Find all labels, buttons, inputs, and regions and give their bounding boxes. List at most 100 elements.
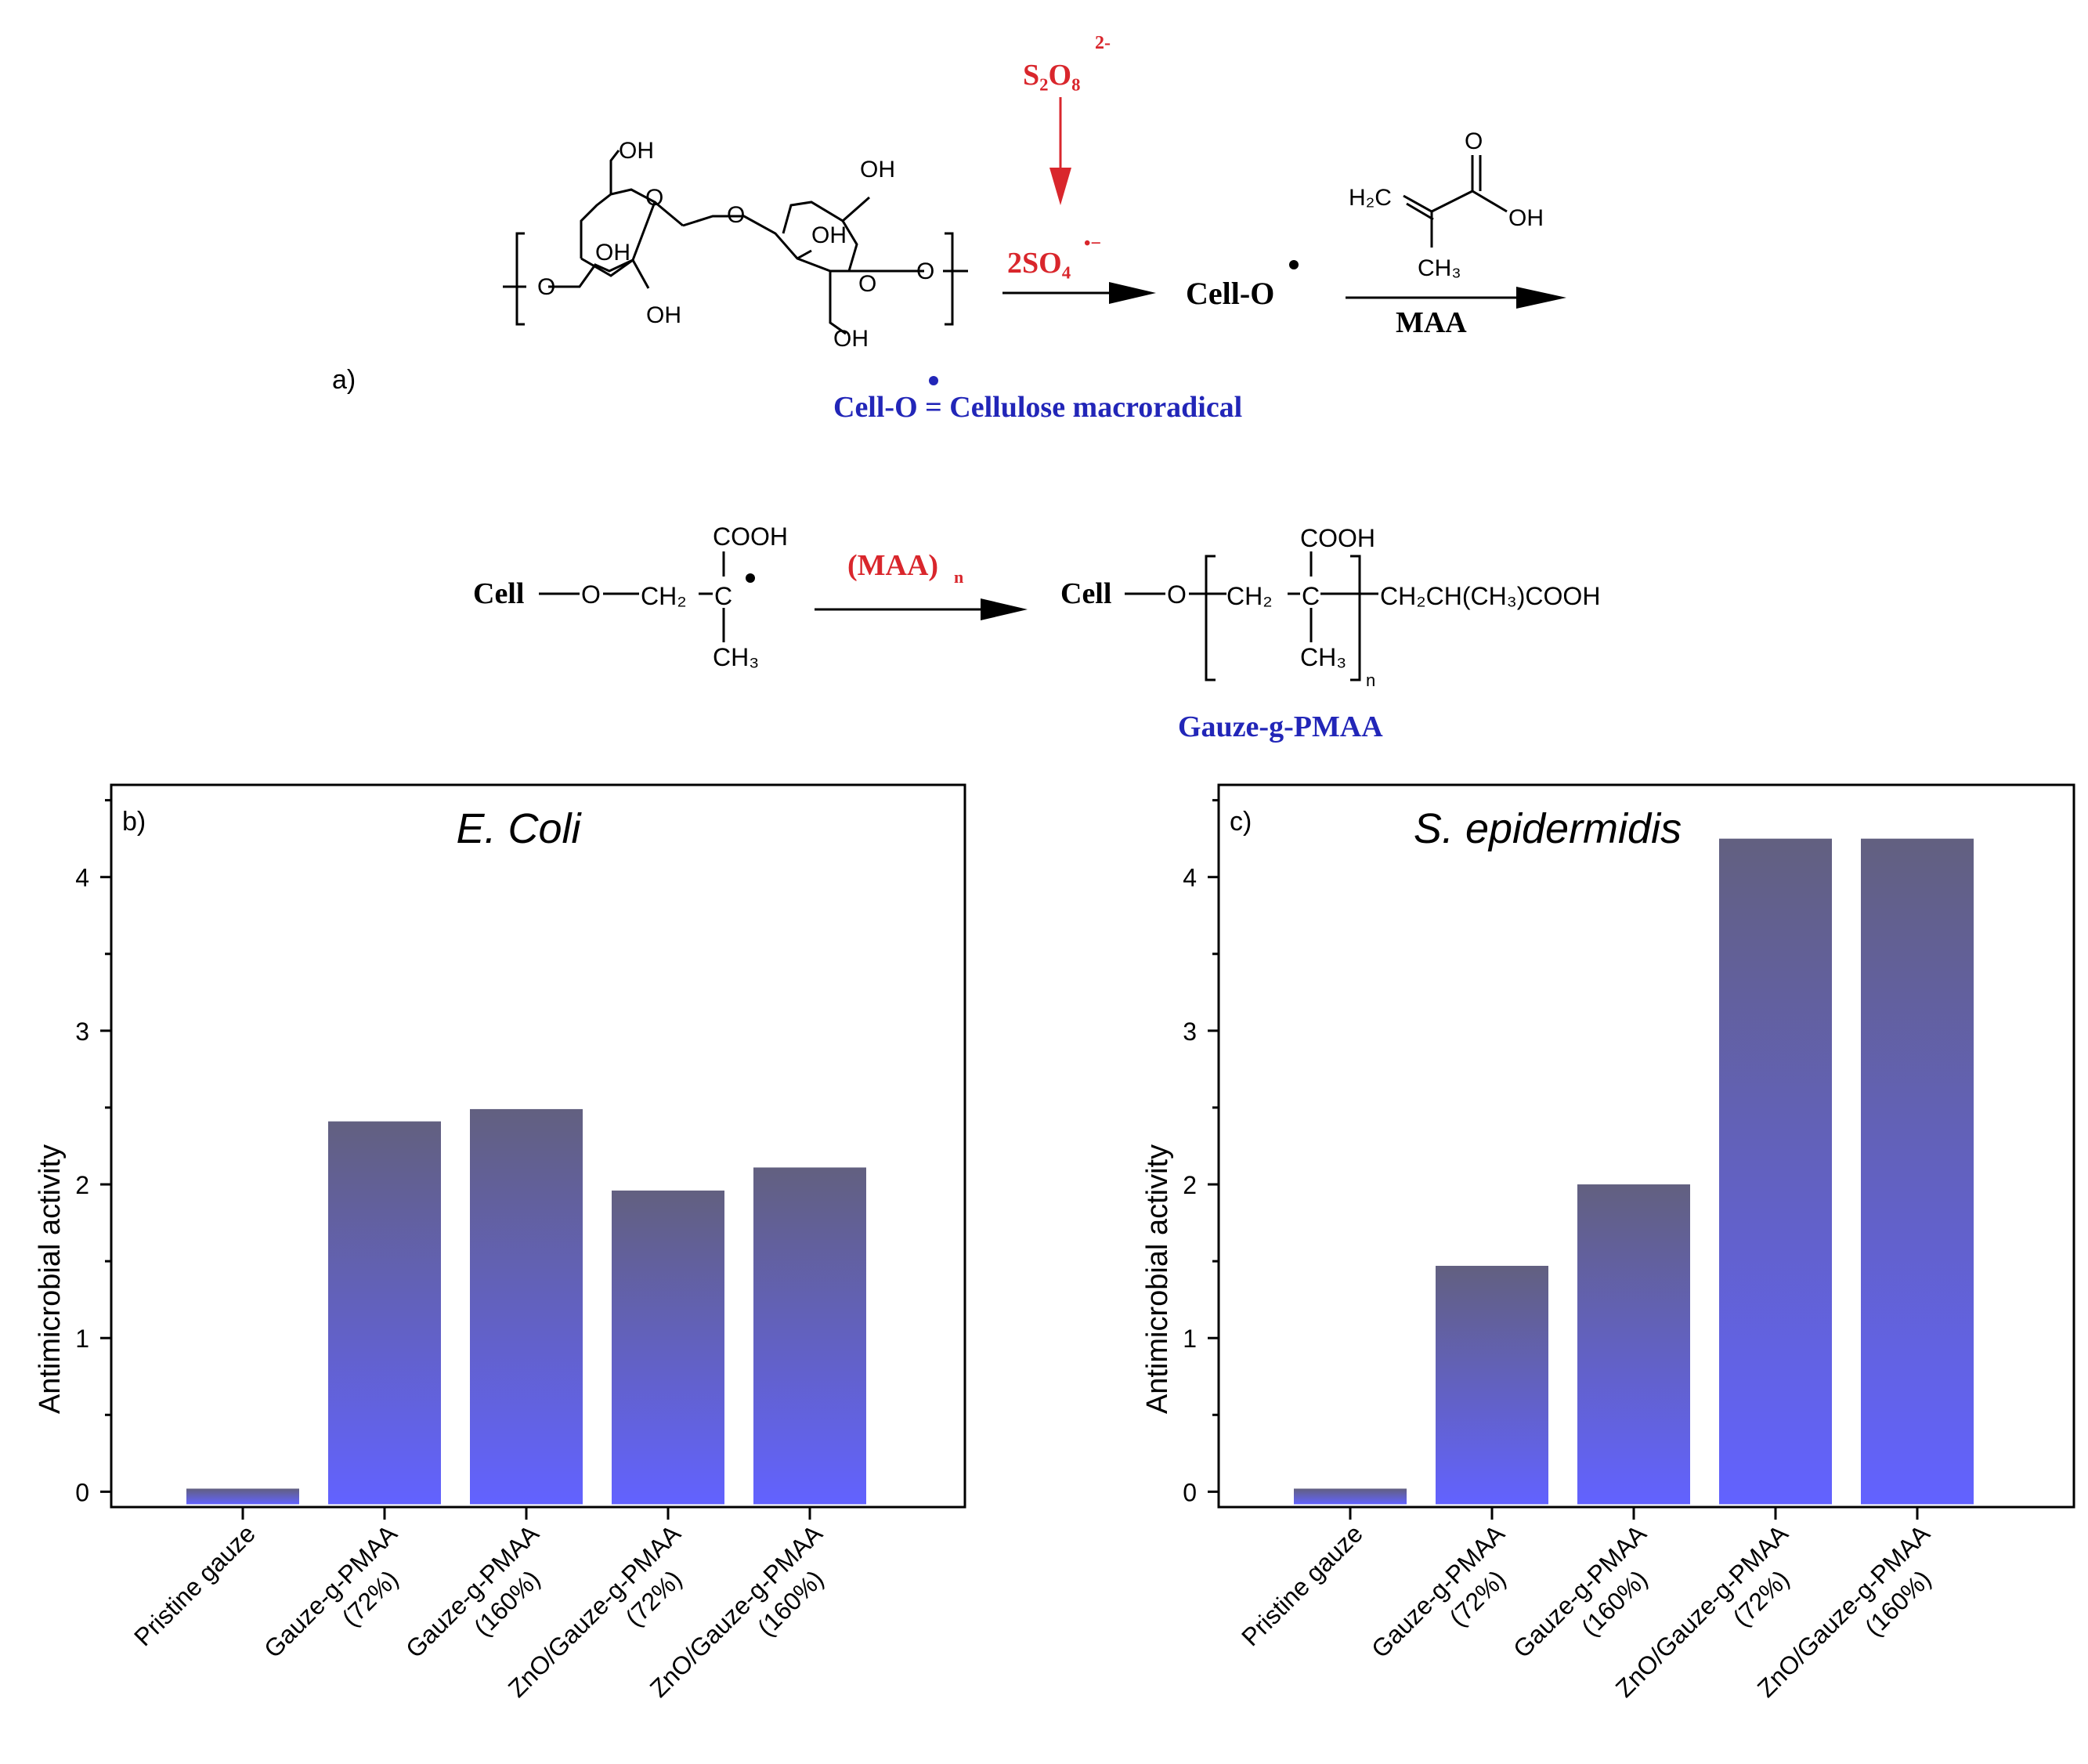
x-tick-label-line: Pristine gauze [1236,1519,1368,1651]
y-tick-label: 4 [75,864,89,892]
y-tick-label: 2 [1183,1171,1197,1199]
cellulose-oh-2: OH [860,157,895,183]
y-tick-label: 4 [1183,864,1197,892]
step1-arrow-head [1109,282,1156,304]
bar [470,1108,583,1505]
bar [186,1488,299,1505]
final-repeat-n: n [1366,671,1375,690]
intermediate-cooh: COOH [713,522,788,551]
final-end-group: CH₂CH(CH₃)COOH [1380,582,1600,610]
y-tick-label: 3 [1183,1018,1197,1046]
bar [612,1190,724,1505]
final-ch2: CH₂ [1226,582,1273,610]
x-tick-label: Pristine gauze [1236,1519,1368,1651]
initiator-arrow-head [1049,168,1071,205]
y-axis-label: Antimicrobial activity [1141,1144,1174,1414]
reaction-scheme: OH OH OH OH OH OH O O O O O S₂O₈ 2- 2SO₄… [332,33,1600,743]
x-tick-label: ZnO/Gauze-g-PMAA(160%) [1752,1519,1959,1726]
y-tick-label: 3 [75,1018,89,1046]
y-axis-label: Antimicrobial activity [34,1144,67,1414]
cellulose-oh-1: OH [619,138,654,164]
propagation-subscript: n [954,567,963,587]
intermediate-bonds [539,551,725,642]
cellulose-oh-5: OH [646,302,681,328]
final-product-label: Gauze-g-PMAA [1178,710,1383,743]
intermediate-cell: Cell [473,577,524,610]
cellulose-end-o-left: O [537,274,555,300]
macroradical-product: Cell-O [1186,276,1274,311]
intermediate-o: O [581,580,601,609]
bar [1294,1488,1407,1505]
y-tick-label: 0 [1183,1478,1197,1506]
initiator-label: S₂O₈ [1023,59,1080,92]
y-tick-label: 1 [75,1325,89,1353]
step3-arrow-head [981,598,1028,620]
right-bracket [945,232,954,326]
maa-structure [1403,155,1508,248]
panel-label: b) [122,807,146,837]
plot-frame [1217,783,2075,1509]
maa-labels: O H₂C OH CH₃ [1349,128,1544,281]
x-tick-label: ZnO/Gauze-g-PMAA(72%) [503,1519,710,1726]
repeat-left-bracket [1205,555,1216,681]
cellulose-structure [503,150,968,335]
intermediate-c: C [714,582,732,610]
radical-label: 2SO₄ [1007,247,1071,280]
step2-arrow-head [1516,287,1566,309]
radical-charge: •− [1084,233,1101,254]
final-structure: Cell O CH₂ C COOH CH₃ CH₂CH(CH₃)COOH n [1060,524,1600,690]
chart-title: S. epidermidis [1414,805,1682,852]
final-cooh: COOH [1300,524,1375,552]
cellulose-oh-3: OH [595,240,630,266]
final-cell: Cell [1060,577,1111,610]
panel-label: c) [1230,807,1252,837]
macroradical-definition: Cell-O = Cellulose macroradical [833,391,1242,424]
repeat-right-bracket [1350,555,1361,681]
cellulose-end-o-right: O [916,258,934,284]
final-o: O [1167,580,1187,609]
x-tick-label: ZnO/Gauze-g-PMAA(160%) [645,1519,851,1726]
maa-h2c: H₂C [1349,185,1392,211]
cellulose-oh-6: OH [833,326,869,352]
bar [1577,1184,1690,1505]
maa-oh: OH [1508,205,1544,231]
y-tick-label: 2 [75,1171,89,1199]
intermediate-structure: Cell O CH₂ C COOH CH₃ [473,522,788,671]
plot-frame [110,783,966,1509]
final-c: C [1302,582,1320,610]
definition-dot [929,376,938,385]
y-tick-label: 0 [75,1478,89,1506]
maa-ch3: CH₃ [1418,255,1461,281]
x-tick-label: ZnO/Gauze-g-PMAA(72%) [1610,1519,1817,1726]
cellulose-labels: OH OH OH OH OH OH O O O O O [537,138,934,352]
intermediate-ch3: CH₃ [713,643,759,671]
bar [753,1167,866,1505]
macroradical-dot [1289,260,1299,269]
cellulose-ring-o: O [645,185,663,211]
left-bracket [515,232,525,326]
y-tick-label: 1 [1183,1325,1197,1353]
final-bonds [1125,551,1378,681]
monomer-label: MAA [1396,306,1467,339]
bar [1861,838,1974,1505]
x-tick-label: Gauze-g-PMAA(72%) [1366,1519,1533,1686]
x-tick-label-line: Pristine gauze [128,1519,261,1651]
cellulose-ring-o-2: O [858,271,876,297]
chart-title: E. Coli [456,805,582,852]
intermediate-radical-dot [746,573,755,583]
maa-carbonyl-o: O [1465,128,1483,154]
bar [1719,838,1832,1505]
final-ch3: CH₃ [1300,643,1346,671]
cellulose-link-o: O [727,202,745,228]
bar [328,1121,441,1505]
panel-label-a: a) [332,365,356,395]
x-tick-label: Gauze-g-PMAA(72%) [258,1519,426,1686]
bar [1436,1266,1548,1505]
x-tick-label: Pristine gauze [128,1519,261,1651]
initiator-charge: 2- [1095,33,1111,53]
cellulose-oh-4: OH [811,222,847,248]
intermediate-ch2: CH₂ [641,582,687,610]
